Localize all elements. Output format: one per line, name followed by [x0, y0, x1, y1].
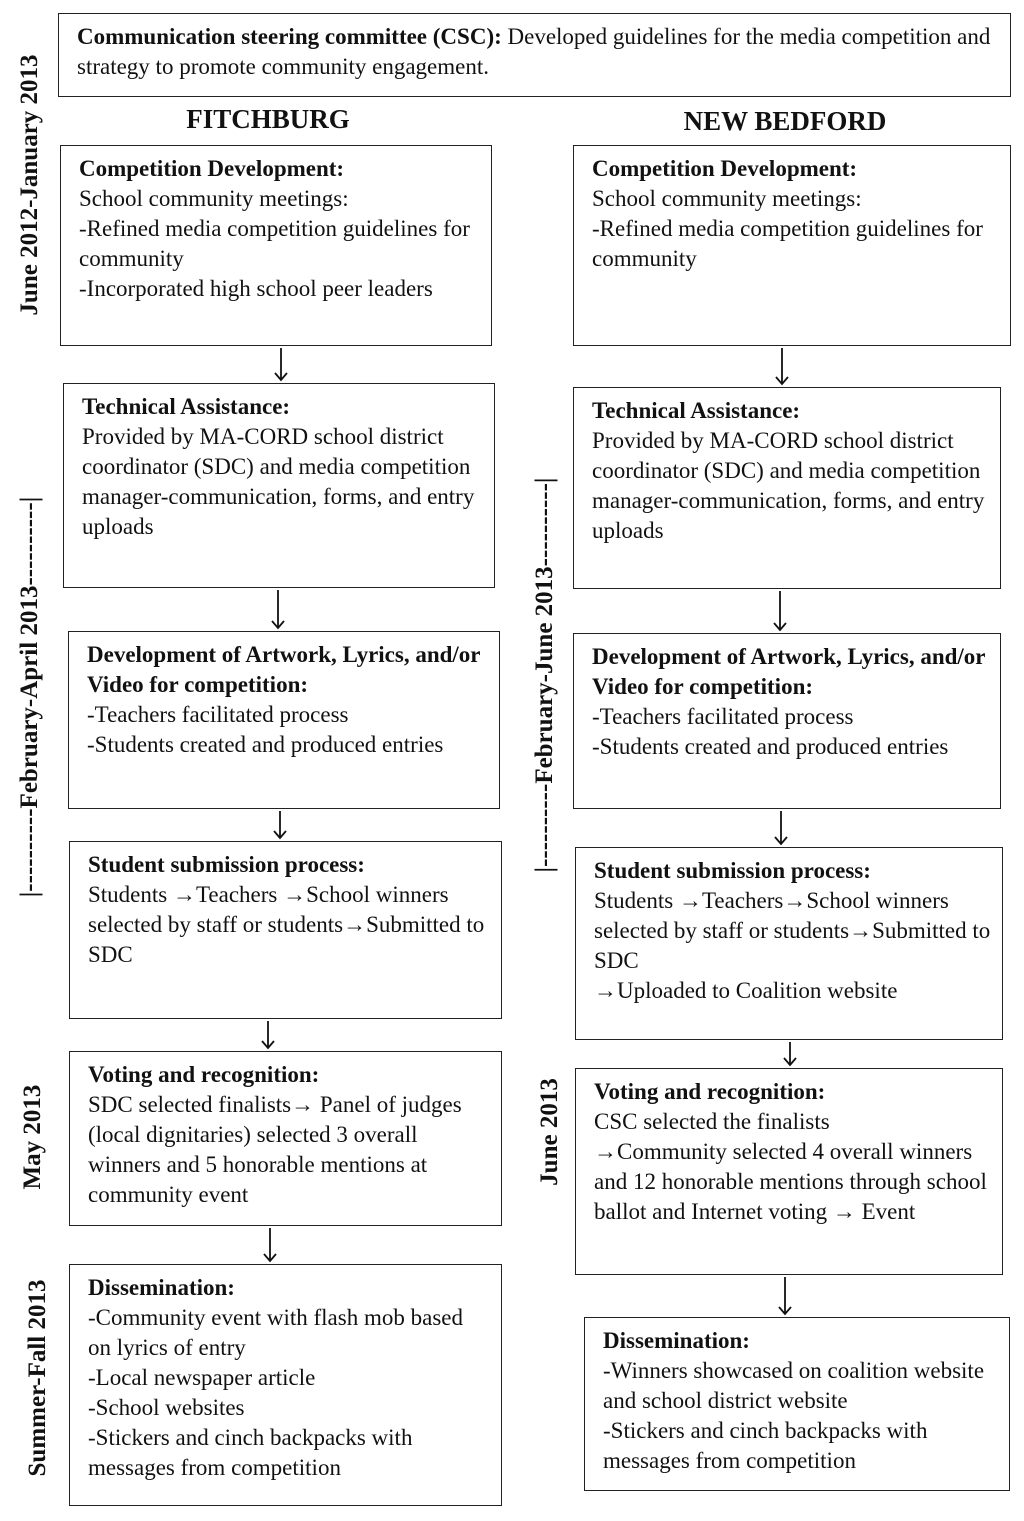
down-arrow-icon — [778, 1277, 792, 1316]
left-step-box: Dissemination: -Community event with flas… — [69, 1264, 502, 1506]
step-title: Voting and recognition: — [88, 1062, 320, 1087]
step-title: Voting and recognition: — [594, 1079, 826, 1104]
down-arrow-icon — [773, 591, 787, 632]
step-title: Technical Assistance: — [82, 394, 291, 419]
step-text: -Winners showcased on coalition website … — [603, 1358, 990, 1413]
step-text: →Community selected 4 overall winners an… — [594, 1139, 993, 1224]
down-arrow-icon — [274, 348, 288, 382]
left-step-box: Competition Development: School community… — [60, 145, 492, 346]
left-step-box: Technical Assistance: Provided by MA-CORD… — [63, 383, 495, 588]
right-step-box: Dissemination: -Winners showcased on coal… — [584, 1317, 1010, 1491]
step-text: -Teachers facilitated process — [87, 702, 349, 727]
step-title: Competition Development: — [79, 156, 345, 181]
step-text: School community meetings: — [79, 186, 349, 211]
step-text: →Uploaded to Coalition website — [594, 978, 898, 1003]
step-text: -Incorporated high school peer leaders — [79, 276, 433, 301]
left-step-box: Student submission process: Students →Tea… — [69, 841, 502, 1019]
step-title: Development of Artwork, Lyrics, and/or V… — [592, 644, 986, 699]
step-text: -Local newspaper article — [88, 1365, 316, 1390]
step-text: -Students created and produced entries — [592, 734, 949, 759]
timeline-label: |----------February-April 2013----------… — [16, 496, 43, 898]
down-arrow-icon — [273, 811, 287, 840]
step-text: -Stickers and cinch backpacks with messa… — [603, 1418, 934, 1473]
step-text: -Refined media competition guidelines fo… — [79, 216, 476, 271]
step-text: School community meetings: — [592, 186, 862, 211]
timeline-label: June 2012-January 2013 — [16, 54, 43, 316]
step-text: Students →Teachers →School winners selec… — [88, 882, 491, 967]
step-text: -Community event with flash mob based on… — [88, 1305, 469, 1360]
step-text: -School websites — [88, 1395, 245, 1420]
down-arrow-icon — [774, 811, 788, 846]
down-arrow-icon — [783, 1042, 797, 1067]
step-text: SDC selected finalists→ Panel of judges … — [88, 1092, 468, 1207]
step-title: Development of Artwork, Lyrics, and/or V… — [87, 642, 481, 697]
step-title: Technical Assistance: — [592, 398, 801, 423]
right-step-box: Competition Development: School community… — [573, 145, 1011, 346]
csc-text: Developed guidelines for the media compe… — [77, 24, 991, 79]
step-text: Provided by MA-CORD school district coor… — [592, 428, 991, 543]
right-step-box: Development of Artwork, Lyrics, and/or V… — [573, 633, 1001, 809]
step-text: CSC selected the finalists — [594, 1109, 830, 1134]
timeline-label: Summer-Fall 2013 — [24, 1279, 51, 1477]
down-arrow-icon — [261, 1021, 275, 1050]
step-text: -Stickers and cinch backpacks with messa… — [88, 1425, 419, 1480]
fitchburg-heading: FITCHBURG — [186, 104, 350, 134]
left-step-box: Voting and recognition: SDC selected fina… — [69, 1051, 502, 1226]
down-arrow-icon — [271, 590, 285, 630]
new-bedford-heading: NEW BEDFORD — [683, 106, 887, 136]
step-text: Provided by MA-CORD school district coor… — [82, 424, 481, 539]
step-title: Dissemination: — [603, 1328, 750, 1353]
step-text: -Refined media competition guidelines fo… — [592, 216, 989, 271]
right-step-box: Technical Assistance: Provided by MA-CORD… — [573, 387, 1001, 589]
timeline-label: |----------February-June 2013----------| — [531, 477, 558, 873]
step-title: Dissemination: — [88, 1275, 235, 1300]
step-text: Students →Teachers→School winners select… — [594, 888, 997, 973]
timeline-label: June 2013 — [536, 1078, 563, 1186]
step-title: Competition Development: — [592, 156, 858, 181]
down-arrow-icon — [263, 1228, 277, 1263]
down-arrow-icon — [775, 348, 789, 386]
step-text: -Teachers facilitated process — [592, 704, 854, 729]
step-title: Student submission process: — [594, 858, 871, 883]
csc-title: Communication steering committee (CSC): — [77, 24, 502, 49]
step-title: Student submission process: — [88, 852, 365, 877]
right-step-box: Student submission process: Students →Tea… — [575, 847, 1003, 1040]
timeline-label: May 2013 — [19, 1084, 46, 1190]
step-text: -Students created and produced entries — [87, 732, 444, 757]
left-step-box: Development of Artwork, Lyrics, and/or V… — [68, 631, 500, 809]
right-step-box: Voting and recognition: CSC selected the … — [575, 1068, 1003, 1275]
csc-box: Communication steering committee (CSC): … — [58, 13, 1011, 97]
